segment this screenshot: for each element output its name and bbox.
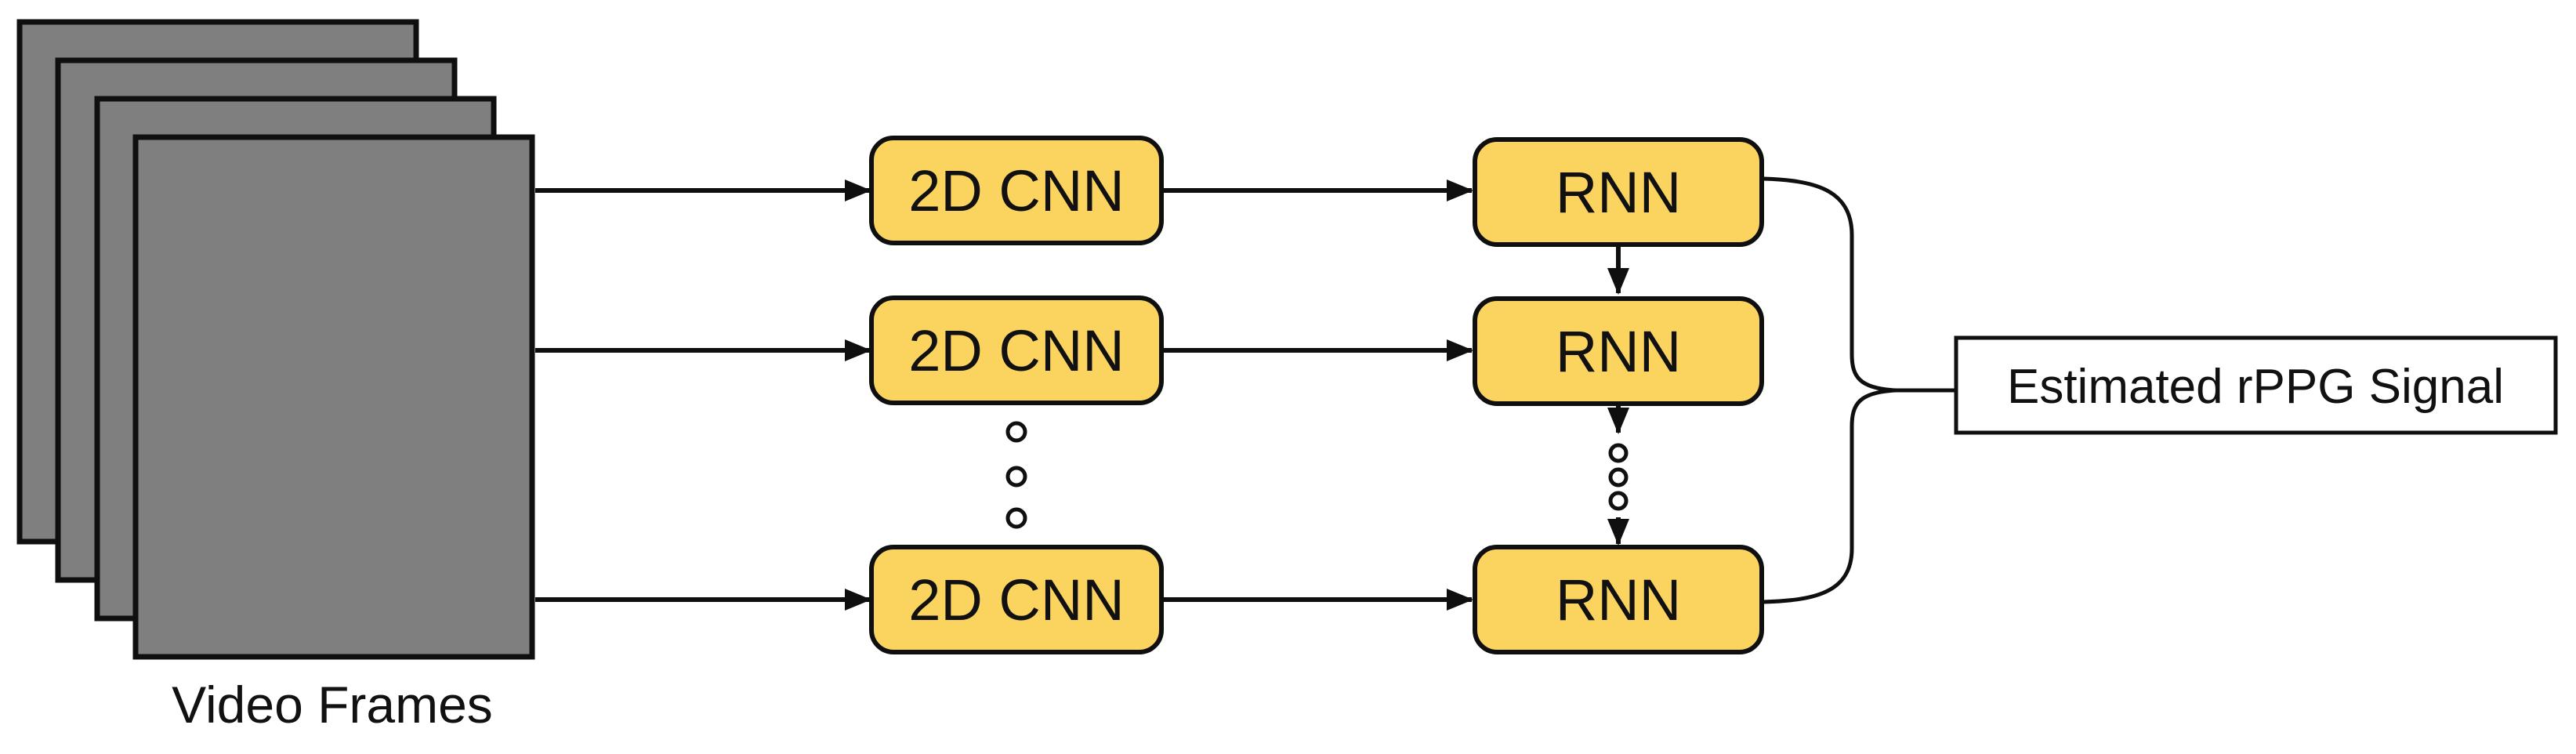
cnn-box-2 — [869, 295, 1164, 405]
brace — [1761, 176, 1897, 604]
ellipsis-dot-rnn-3 — [1608, 491, 1629, 511]
video-frame-front — [132, 134, 535, 660]
video-frames-stack — [16, 19, 535, 660]
cnn-box-3 — [869, 545, 1164, 654]
rnn-column: RNN RNN RNN — [1473, 137, 1764, 654]
output-box — [1954, 335, 2558, 435]
ellipsis-dot-cnn-1 — [1005, 421, 1027, 443]
rnn-box-1 — [1473, 137, 1764, 247]
cnn-box-2-label: 2D CNN — [908, 318, 1124, 383]
ellipsis-dot-cnn-3 — [1005, 507, 1027, 529]
rnn-box-2 — [1473, 296, 1764, 406]
cnn-box-1-label: 2D CNN — [908, 158, 1124, 223]
ellipsis-dot-rnn-1 — [1608, 443, 1629, 463]
video-frames-label: Video Frames — [172, 676, 493, 734]
output-box-label: Estimated rPPG Signal — [2007, 360, 2504, 414]
cnn-box-1 — [869, 136, 1164, 245]
rnn-box-3-label: RNN — [1556, 567, 1681, 633]
ellipsis-dot-rnn-2 — [1608, 467, 1629, 488]
rnn-box-3 — [1473, 545, 1764, 654]
rnn-box-1-label: RNN — [1556, 160, 1681, 225]
rnn-box-2-label: RNN — [1556, 319, 1681, 384]
cnn-column: 2D CNN 2D CNN 2D CNN — [869, 136, 1164, 654]
cnn-box-3-label: 2D CNN — [908, 567, 1124, 633]
ellipsis-dot-cnn-2 — [1005, 466, 1027, 488]
